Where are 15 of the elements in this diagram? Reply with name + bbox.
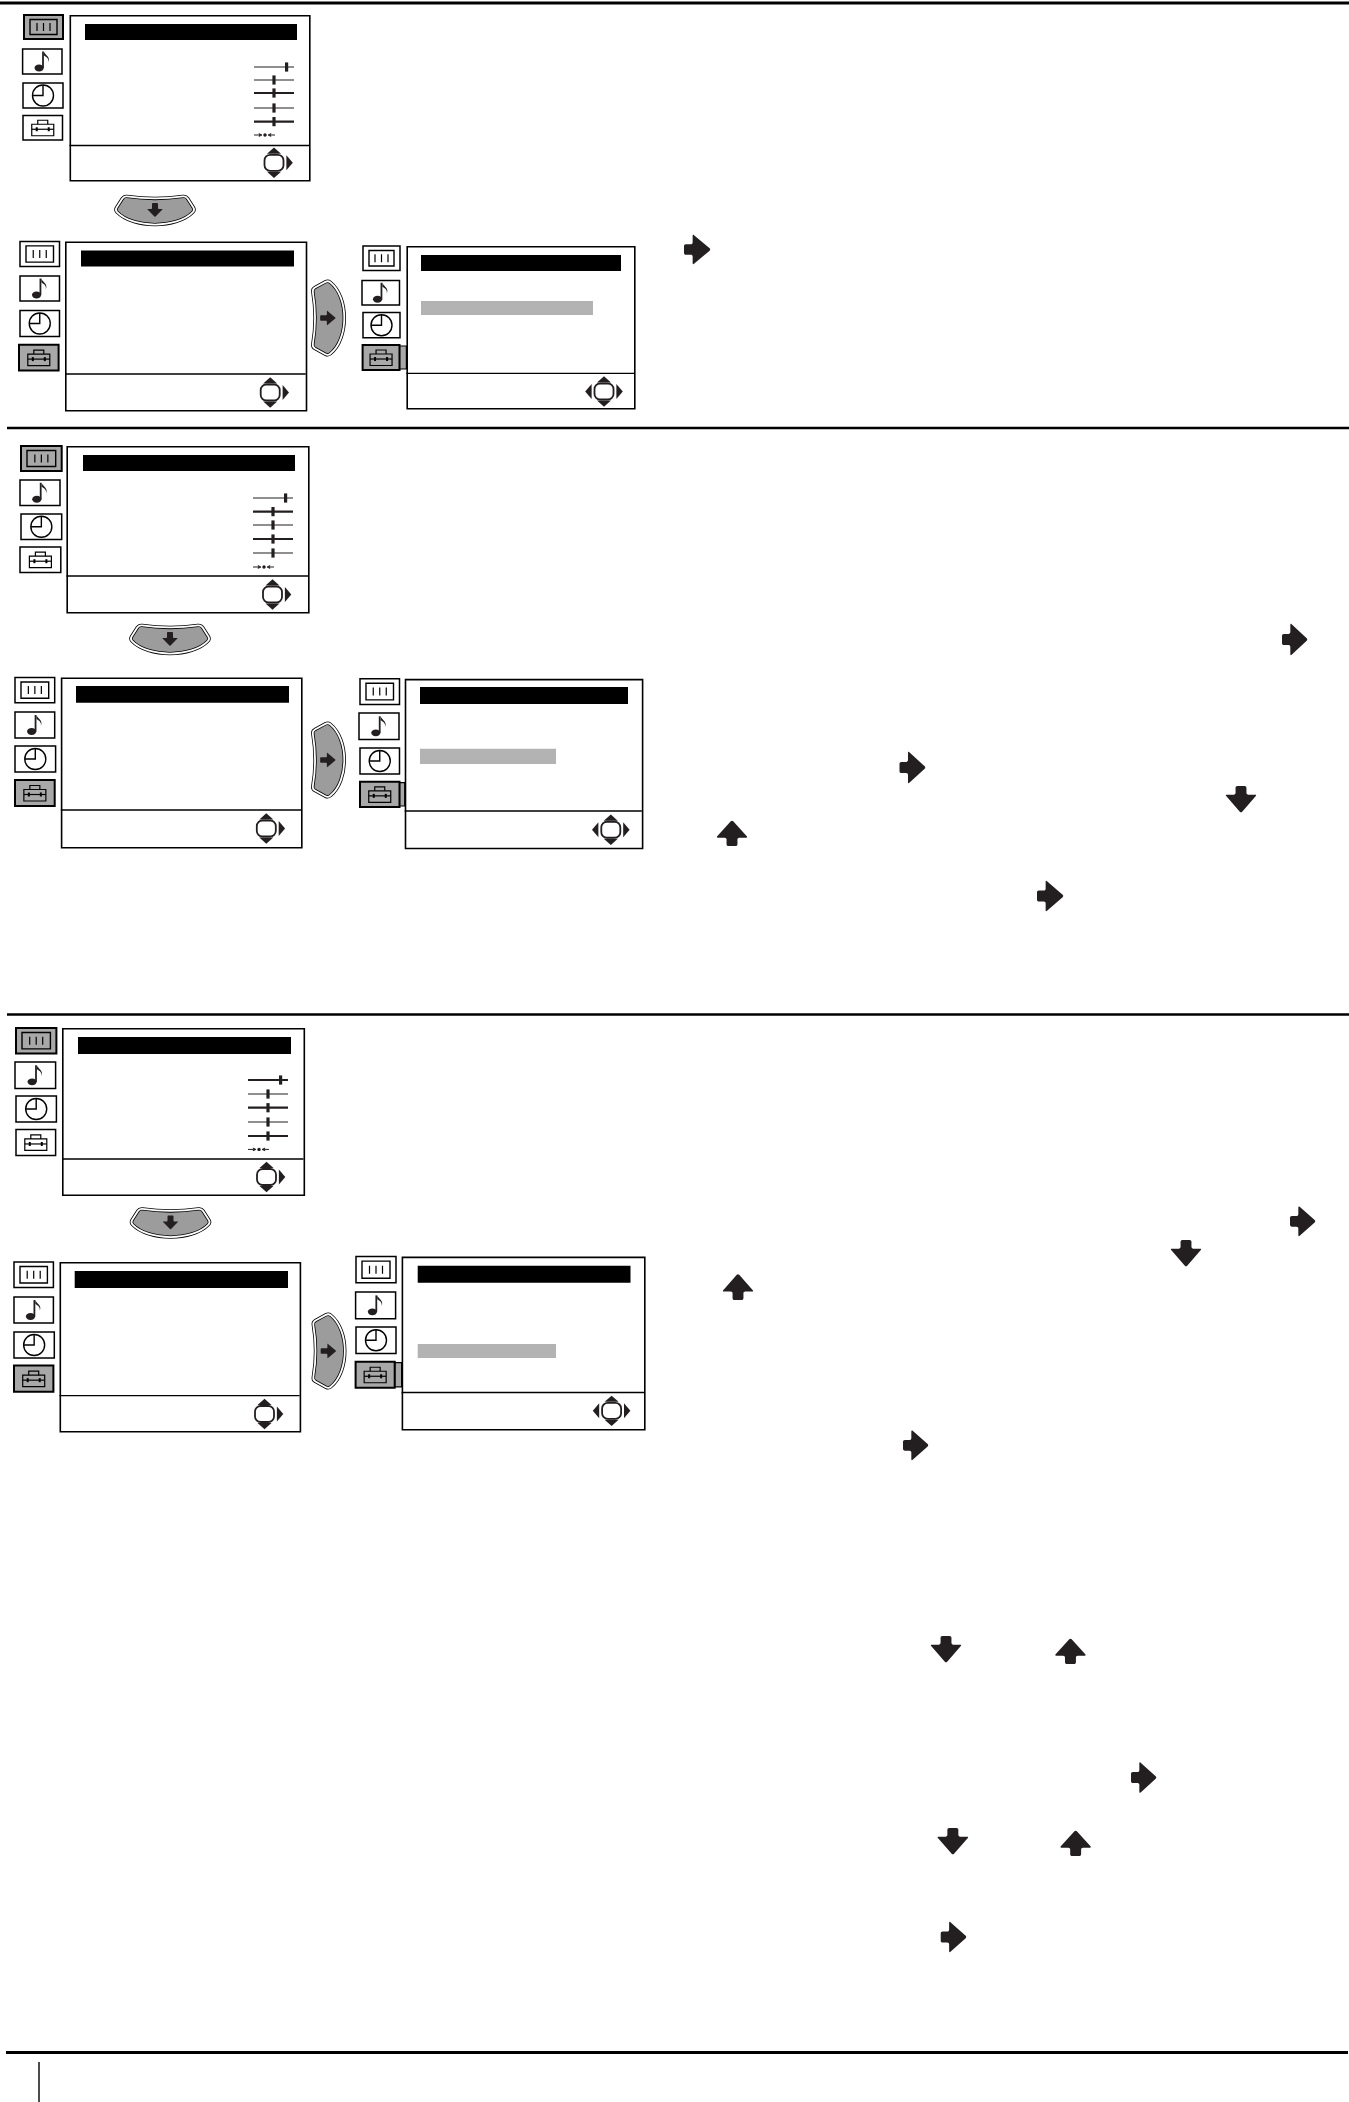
down-arrow-key [129, 623, 211, 656]
down-arrow-key [114, 194, 196, 227]
menu-panel [64, 241, 308, 412]
menu-panel [400, 1256, 646, 1431]
menu-panel [65, 446, 310, 614]
menu-panel [60, 677, 303, 849]
menu-panel [405, 246, 636, 410]
right-arrow-key [311, 1312, 347, 1390]
right-arrow-key [311, 721, 346, 799]
menu-panel [68, 15, 311, 182]
down-arrow-key [129, 1207, 212, 1239]
menu-panel [61, 1028, 306, 1197]
menu-panel [404, 678, 644, 850]
right-arrow-key [311, 279, 346, 357]
menu-panel [58, 1262, 302, 1433]
